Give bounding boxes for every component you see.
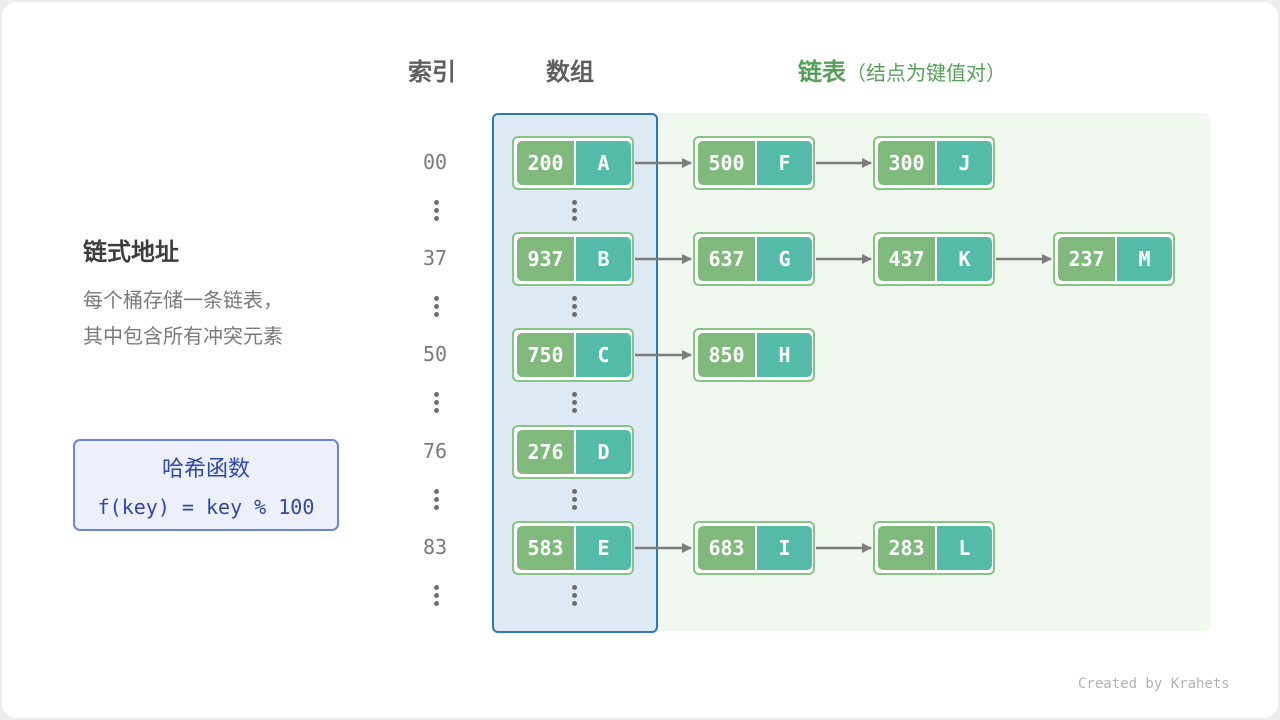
node-value: L <box>937 526 992 570</box>
index-ellipsis <box>434 296 440 320</box>
hash-function-title: 哈希函数 <box>161 457 250 482</box>
node-value: I <box>757 526 812 570</box>
node-value: E <box>576 526 631 570</box>
hash-function-formula: f(key) = key % 100 <box>97 495 315 519</box>
header-list-subtitle: （结点为键值对） <box>846 61 1006 85</box>
node-key: 637 <box>698 237 755 281</box>
header-list-title: 链表 <box>798 58 846 86</box>
node-key: 276 <box>517 430 574 474</box>
index-ellipsis <box>434 489 440 513</box>
node-value: K <box>937 237 992 281</box>
array-ellipsis <box>572 392 578 416</box>
node-value: J <box>937 141 992 185</box>
node-value: H <box>757 333 812 377</box>
node-key: 750 <box>517 333 574 377</box>
node-key: 200 <box>517 141 574 185</box>
node-key: 850 <box>698 333 755 377</box>
node-key: 500 <box>698 141 755 185</box>
array-ellipsis <box>572 489 578 513</box>
index-ellipsis <box>434 392 440 416</box>
bucket-index: 50 <box>422 342 448 366</box>
header-array: 数组 <box>546 58 594 86</box>
array-ellipsis <box>572 296 578 320</box>
node-value: M <box>1117 237 1172 281</box>
node-key: 283 <box>878 526 935 570</box>
node-value: B <box>576 237 631 281</box>
node-value: C <box>576 333 631 377</box>
header-list: 链表（结点为键值对） <box>798 52 1006 87</box>
description-line-2: 其中包含所有冲突元素 <box>83 324 283 348</box>
node-key: 437 <box>878 237 935 281</box>
node-value: D <box>576 430 631 474</box>
index-ellipsis <box>434 200 440 224</box>
index-ellipsis <box>434 585 440 609</box>
node-key: 683 <box>698 526 755 570</box>
bucket-index: 00 <box>422 150 448 174</box>
description-line-1: 每个桶存储一条链表， <box>83 288 283 312</box>
bucket-index: 76 <box>422 439 448 463</box>
array-ellipsis <box>572 585 578 609</box>
node-key: 300 <box>878 141 935 185</box>
node-key: 237 <box>1058 237 1115 281</box>
node-value: A <box>576 141 631 185</box>
array-ellipsis <box>572 200 578 224</box>
section-title: 链式地址 <box>83 238 179 266</box>
node-key: 937 <box>517 237 574 281</box>
bucket-index: 37 <box>422 246 448 270</box>
node-value: G <box>757 237 812 281</box>
bucket-index: 83 <box>422 535 448 559</box>
node-value: F <box>757 141 812 185</box>
credit-text: Created by Krahets <box>1078 676 1230 692</box>
hash-function-box: 哈希函数 f(key) = key % 100 <box>73 439 339 531</box>
node-key: 583 <box>517 526 574 570</box>
header-index: 索引 <box>408 58 456 86</box>
